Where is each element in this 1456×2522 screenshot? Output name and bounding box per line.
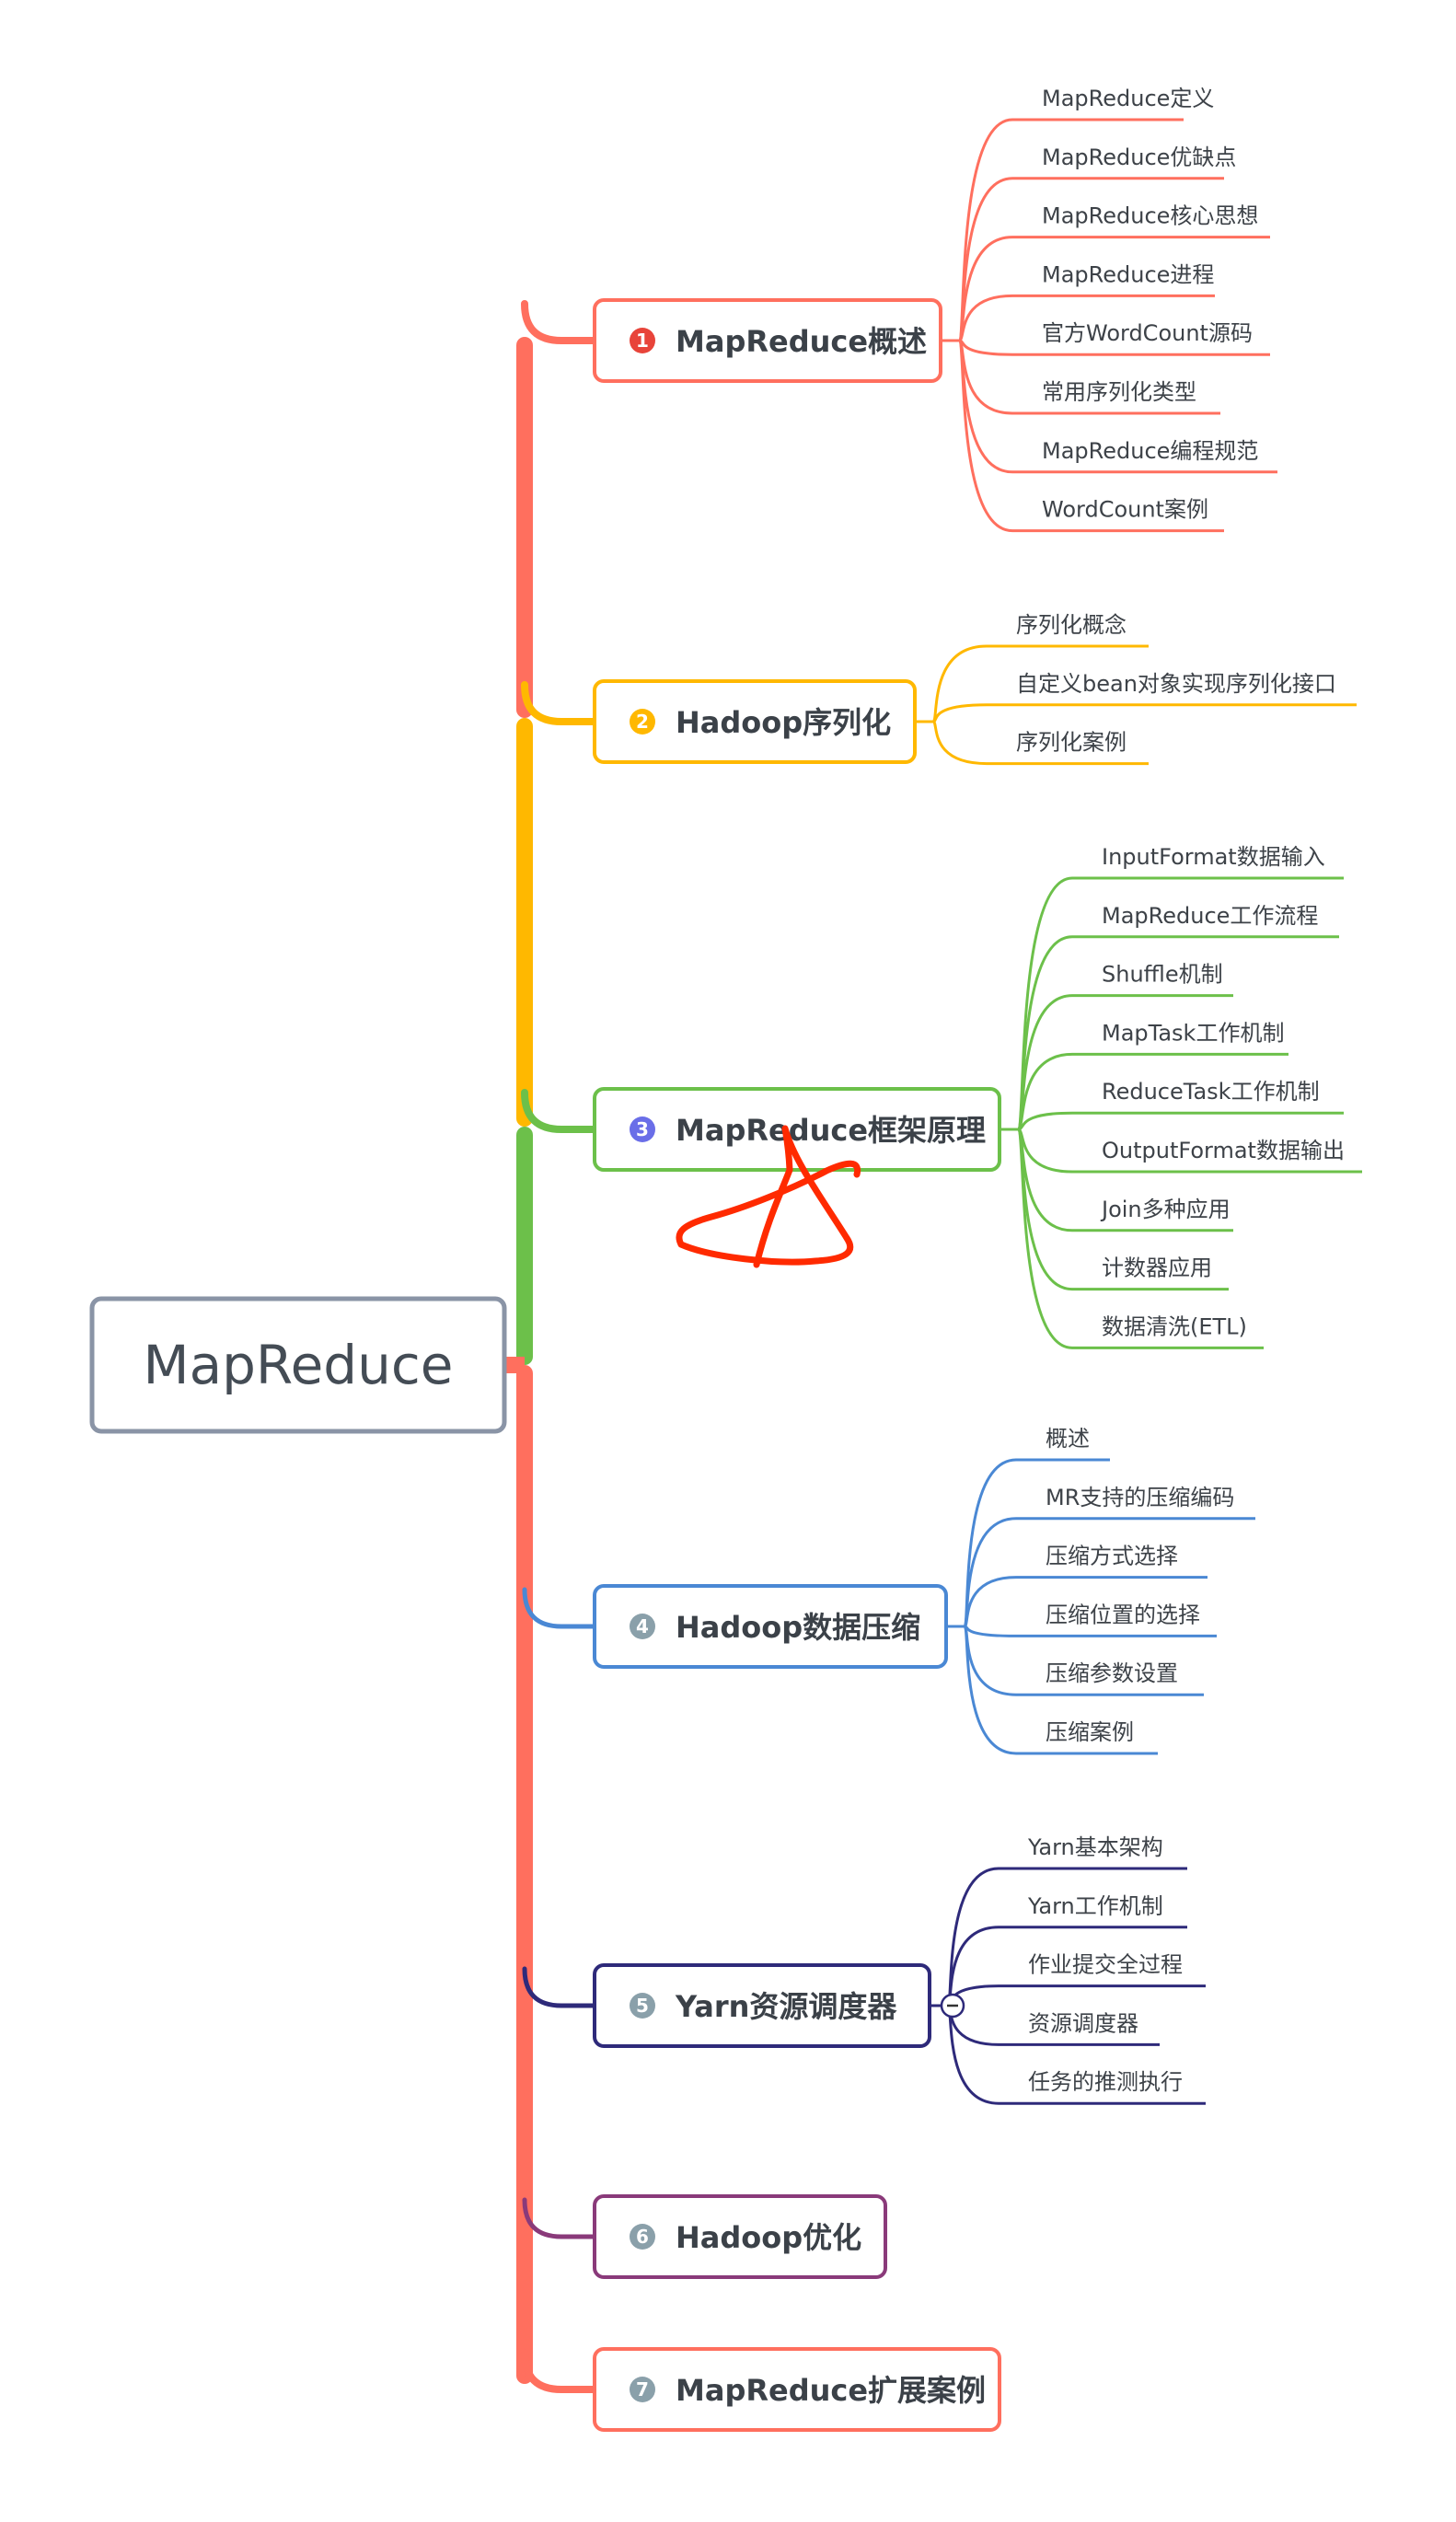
leaf-connector <box>1000 994 1233 1131</box>
leaf-topic[interactable]: 任务的推测执行 <box>1028 2069 1183 2095</box>
leaf-topic[interactable]: 压缩方式选择 <box>1046 1544 1178 1569</box>
leaf-topic[interactable]: 压缩位置的选择 <box>1046 1602 1200 1627</box>
branch-connectors <box>521 300 598 2393</box>
leaf-topic[interactable]: Yarn工作机制 <box>1027 1893 1163 1919</box>
leaf-topic[interactable]: MapTask工作机制 <box>1102 1020 1284 1046</box>
number-badge-icon <box>630 1993 655 2019</box>
number-badge-icon <box>630 328 655 353</box>
branch-box[interactable] <box>593 1584 948 1669</box>
leaf-topic[interactable]: 资源调度器 <box>1028 2010 1138 2036</box>
leaf-topic[interactable]: InputFormat数据输入 <box>1102 844 1325 870</box>
branch-label: Hadoop数据压缩 <box>676 1610 920 1645</box>
leaf-topic[interactable]: 作业提交全过程 <box>1028 1952 1183 1978</box>
leaf-topic[interactable]: 官方WordCount源码 <box>1042 320 1253 346</box>
root-node[interactable]: MapReduce <box>89 1296 507 1434</box>
branch-connector <box>521 1089 598 1133</box>
branch-node[interactable]: 6 Hadoop优化 <box>593 2194 887 2279</box>
leaf-topic[interactable]: 常用序列化类型 <box>1042 379 1196 405</box>
branch-label: MapReduce概述 <box>676 324 927 359</box>
branch-label: Hadoop序列化 <box>676 705 891 740</box>
branch-node[interactable]: 3 MapReduce框架原理 <box>593 1087 1001 1172</box>
leaf-topic[interactable]: MapReduce进程 <box>1042 261 1214 287</box>
leaf-topic[interactable]: WordCount案例 <box>1042 497 1208 523</box>
trunk-segment <box>516 718 533 1127</box>
leaf-nodes: MapReduce定义 MapReduce优缺点 MapReduce核心思想 MapR… <box>1016 86 1345 2095</box>
branch-box[interactable] <box>593 2194 887 2279</box>
badge-number: 5 <box>636 1995 649 2017</box>
branch-connector <box>522 2197 597 2239</box>
leaf-topic[interactable]: 序列化概念 <box>1016 612 1127 638</box>
leaf-topic[interactable]: MapReduce工作流程 <box>1102 903 1318 929</box>
branch-box[interactable] <box>593 1963 931 2048</box>
badge-number: 7 <box>636 2378 649 2401</box>
leaf-topic[interactable]: MapReduce优缺点 <box>1042 145 1236 170</box>
badge-number: 3 <box>636 1118 649 1140</box>
star-annotation <box>676 1125 861 1268</box>
branch-box[interactable] <box>593 298 942 383</box>
leaf-connectors <box>915 118 1362 2105</box>
branch-box[interactable] <box>593 2347 1001 2432</box>
leaf-topic[interactable]: 自定义bean对象实现序列化接口 <box>1016 671 1336 697</box>
branch-label: MapReduce框架原理 <box>676 1113 986 1148</box>
leaf-connector <box>946 1625 1217 1637</box>
collapse-toggle-icon[interactable] <box>940 1993 965 2019</box>
branch-box[interactable] <box>593 679 917 764</box>
leaf-topic[interactable]: 序列化案例 <box>1016 730 1127 756</box>
leaf-topic[interactable]: MapReduce编程规范 <box>1042 438 1258 464</box>
root-stub <box>504 1357 525 1373</box>
leaf-connector <box>1000 1111 1344 1131</box>
branch-node[interactable]: 4 Hadoop数据压缩 <box>593 1584 948 1669</box>
leaf-connector <box>946 1625 1158 1755</box>
leaf-topic[interactable]: 计数器应用 <box>1102 1255 1212 1281</box>
leaf-topic[interactable]: 概述 <box>1046 1426 1090 1452</box>
trunk-segment <box>516 1127 533 1365</box>
leaf-topic[interactable]: ReduceTask工作机制 <box>1102 1079 1320 1105</box>
leaf-connector <box>941 339 1224 533</box>
leaf-topic[interactable]: MapReduce定义 <box>1042 86 1214 111</box>
branch-connector <box>522 1966 597 2008</box>
branch-connector <box>521 300 598 344</box>
number-badge-icon <box>630 2224 655 2250</box>
number-badge-icon <box>630 1116 655 1142</box>
badge-number: 1 <box>636 330 649 352</box>
leaf-topic[interactable]: OutputFormat数据输出 <box>1102 1138 1345 1163</box>
leaf-topic[interactable]: MapReduce核心思想 <box>1042 203 1258 229</box>
trunk-lines <box>504 337 533 2384</box>
leaf-topic[interactable]: 数据清洗(ETL) <box>1102 1313 1247 1339</box>
badge-number: 2 <box>636 711 649 733</box>
leaf-topic[interactable]: Shuffle机制 <box>1102 962 1223 988</box>
branch-connector <box>522 1587 597 1629</box>
leaf-connector <box>915 720 1149 766</box>
leaf-topic[interactable]: MR支持的压缩编码 <box>1046 1485 1234 1510</box>
leaf-topic[interactable]: 压缩参数设置 <box>1046 1660 1178 1686</box>
branch-node[interactable]: 1 MapReduce概述 <box>593 298 942 383</box>
leaf-topic[interactable]: Yarn基本架构 <box>1027 1834 1163 1860</box>
number-badge-icon <box>630 1614 655 1639</box>
badge-number: 6 <box>636 2226 649 2248</box>
trunk-segment <box>516 337 533 718</box>
number-badge-icon <box>630 709 655 735</box>
branch-connector <box>521 681 598 725</box>
branch-connector <box>521 2349 598 2393</box>
leaf-topic[interactable]: Join多种应用 <box>1100 1197 1231 1222</box>
trunk-segment <box>516 1365 533 2384</box>
number-badge-icon <box>630 2377 655 2402</box>
leaf-connector <box>1000 1128 1264 1349</box>
root-node-box[interactable] <box>89 1296 507 1434</box>
branch-label: Yarn资源调度器 <box>675 1989 897 2024</box>
leaf-connector <box>915 703 1357 723</box>
branch-node[interactable]: 2 Hadoop序列化 <box>593 679 917 764</box>
leaf-topic[interactable]: 压缩案例 <box>1046 1719 1134 1745</box>
branch-box[interactable] <box>593 1087 1001 1172</box>
badge-number: 4 <box>636 1615 649 1637</box>
root-label: MapReduce <box>144 1334 454 1396</box>
branch-label: MapReduce扩展案例 <box>676 2373 986 2408</box>
branch-node[interactable]: 7 MapReduce扩展案例 <box>593 2347 1001 2432</box>
leaf-connector <box>930 1984 1206 2007</box>
branch-label: Hadoop优化 <box>676 2220 861 2255</box>
branch-node[interactable]: 5 Yarn资源调度器 <box>593 1963 931 2048</box>
